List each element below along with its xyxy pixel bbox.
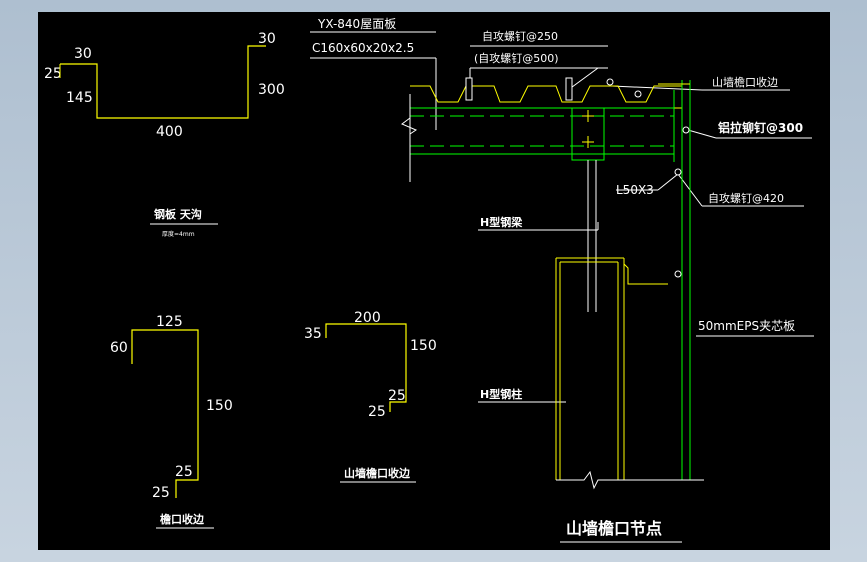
eave-trim-dim-left: 60: [110, 340, 128, 356]
column-break: [556, 470, 704, 490]
screw-icons: [465, 77, 690, 278]
label-screw2: 自攻螺钉@420: [708, 191, 784, 205]
gutter-dim-d6: 400: [156, 124, 183, 140]
label-screw1: 自攻螺钉@250: [482, 29, 558, 43]
drawing-canvas[interactable]: 30 25 145 30 300 400 钢板 天沟 厚度=4mm 125 60…: [38, 12, 830, 550]
label-panel: 50mmEPS夹芯板: [698, 319, 795, 333]
gable-trim-dim-b2: 25: [368, 404, 386, 420]
gable-trim-dim-top: 200: [354, 310, 381, 326]
gutter-dim-d5: 300: [258, 82, 285, 98]
gutter-dim-d2: 25: [44, 66, 62, 82]
gutter-sublabel: 厚度=4mm: [162, 230, 195, 238]
label-angle: L50X3: [616, 183, 654, 197]
gable-trim-dim-b1: 25: [388, 388, 406, 404]
gable-trim-profile: [325, 323, 407, 412]
drawing-title: 山墙檐口节点: [566, 519, 662, 538]
eave-trim-profile: [131, 329, 199, 498]
label-screw1b: (自攻螺钉@500): [474, 51, 559, 65]
cad-drawing: 30 25 145 30 300 400 钢板 天沟 厚度=4mm 125 60…: [44, 17, 814, 543]
label-purlin: C160x60x20x2.5: [312, 41, 414, 55]
steel-column: [555, 257, 668, 480]
eave-trim-dim-b2: 25: [152, 485, 170, 501]
label-roof-panel: YX-840屋面板: [317, 17, 396, 31]
purlin-lines: [410, 80, 691, 480]
gable-trim-dim-left: 35: [304, 326, 322, 342]
label-beam: H型钢梁: [480, 215, 523, 229]
gutter-profile: [60, 45, 266, 119]
section-break: [401, 94, 418, 182]
gable-trim-label: 山墙檐口收边: [344, 466, 411, 480]
gable-trim-dim-right: 150: [410, 338, 437, 354]
bolt-marks: [582, 110, 594, 148]
label-rivet: 铝拉铆钉@300: [718, 120, 803, 135]
eave-trim-dim-top: 125: [156, 314, 183, 330]
gutter-dim-d1: 30: [74, 46, 92, 62]
roof-panel: [410, 85, 682, 109]
eave-trim-label: 檐口收边: [160, 512, 205, 526]
node-leaders: [310, 31, 814, 543]
eave-trim-dim-b1: 25: [175, 464, 193, 480]
gutter-label: 钢板 天沟: [154, 207, 202, 221]
gutter-dim-d4: 30: [258, 31, 276, 47]
eave-trim-dim-right: 150: [206, 398, 233, 414]
label-gable-trim: 山墙檐口收边: [712, 75, 778, 89]
label-column: H型钢柱: [480, 387, 522, 401]
gutter-dim-d3: 145: [66, 90, 93, 106]
